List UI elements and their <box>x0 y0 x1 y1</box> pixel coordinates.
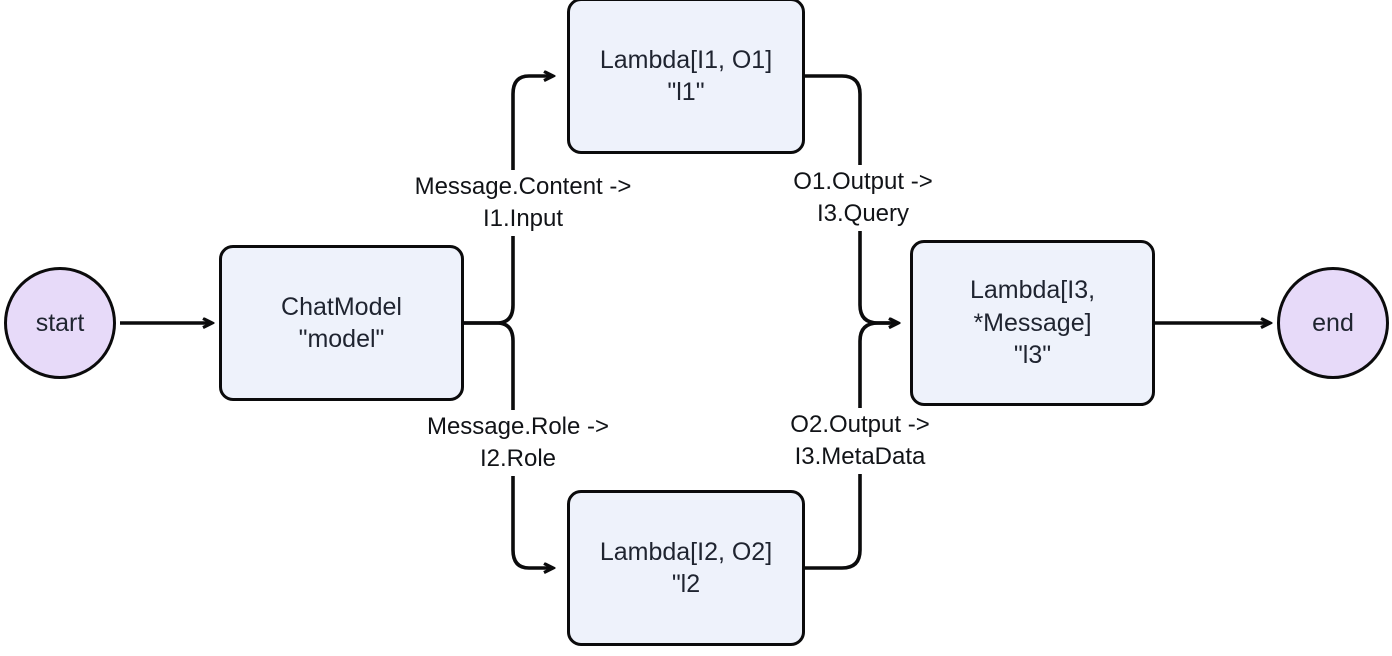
edge-label-l2-to-l3: O2.Output -> I3.MetaData <box>762 408 958 474</box>
node-end-label: end <box>1312 308 1354 337</box>
node-lambda-l1-label: Lambda[I1, O1] "l1" <box>599 45 773 107</box>
node-start-label: start <box>35 308 85 337</box>
node-lambda-l1[interactable]: Lambda[I1, O1] "l1" <box>567 0 805 154</box>
edge-label-model-to-l1: Message.Content -> I1.Input <box>378 170 668 236</box>
node-lambda-l2-label: Lambda[I2, O2] "l2 <box>599 537 773 599</box>
node-lambda-l3-label: Lambda[I3, *Message] "l3" <box>969 276 1096 370</box>
node-start[interactable]: start <box>4 267 116 379</box>
edge-label-model-to-l2: Message.Role -> I2.Role <box>400 410 636 476</box>
node-lambda-l3[interactable]: Lambda[I3, *Message] "l3" <box>910 240 1155 406</box>
node-chatmodel[interactable]: ChatModel "model" <box>219 245 464 401</box>
node-lambda-l2[interactable]: Lambda[I2, O2] "l2 <box>567 490 805 646</box>
node-end[interactable]: end <box>1277 267 1389 379</box>
edge-label-l1-to-l3: O1.Output -> I3.Query <box>768 165 958 231</box>
node-chatmodel-label: ChatModel "model" <box>281 292 402 354</box>
